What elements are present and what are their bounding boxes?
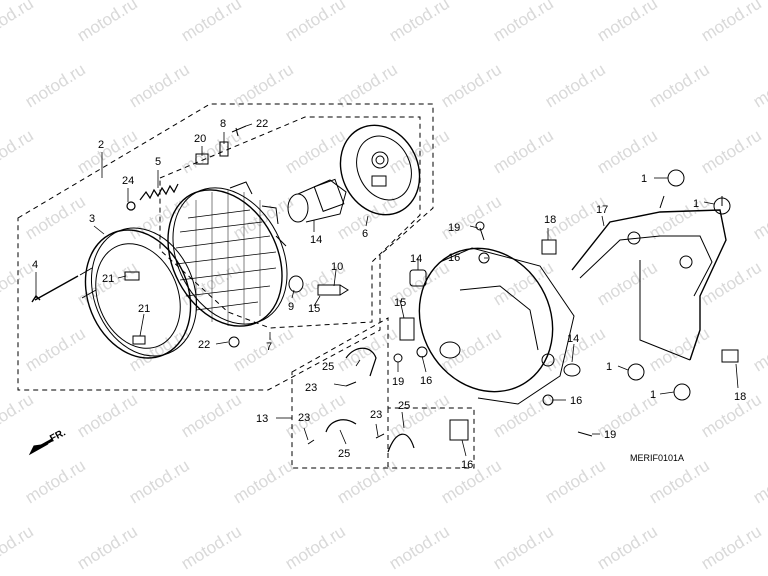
callout-25-left: 25 bbox=[338, 448, 350, 460]
callout-21-bottom: 21 bbox=[138, 303, 150, 315]
callout-16-right: 16 bbox=[570, 395, 582, 407]
headlight-lens-unit bbox=[167, 181, 288, 327]
callout-4: 4 bbox=[32, 259, 38, 271]
clamp-25a bbox=[345, 347, 377, 377]
callout-16-mid: 16 bbox=[420, 375, 432, 387]
bolt-18-right bbox=[721, 349, 739, 363]
adjust-nut-24 bbox=[126, 201, 136, 211]
screw-23b bbox=[307, 439, 315, 445]
position-socket bbox=[288, 275, 304, 293]
grommet-16b bbox=[416, 346, 428, 358]
callout-18-left: 18 bbox=[544, 214, 556, 226]
screw-22-top bbox=[231, 125, 247, 137]
group-box-13 bbox=[291, 317, 475, 469]
callout-19-top: 19 bbox=[448, 222, 460, 234]
socket-cover bbox=[339, 124, 421, 216]
screw-8 bbox=[219, 141, 229, 157]
callout-3: 3 bbox=[89, 213, 95, 225]
callout-2: 2 bbox=[98, 139, 104, 151]
callout-19-mid: 19 bbox=[392, 376, 404, 388]
bolt-1a bbox=[667, 169, 685, 187]
callout-7: 7 bbox=[266, 341, 272, 353]
screw-23c bbox=[375, 433, 385, 439]
front-label: FR. bbox=[48, 427, 68, 444]
callout-24: 24 bbox=[122, 175, 134, 187]
callout-19-bottom: 19 bbox=[604, 429, 616, 441]
headlight-rim bbox=[79, 227, 198, 359]
callout-12: 15 bbox=[308, 303, 320, 315]
clip-15-bottom bbox=[449, 419, 469, 441]
callout-1a: 1 bbox=[641, 173, 647, 185]
clamp-25b bbox=[325, 419, 357, 433]
callout-1d: 1 bbox=[650, 389, 656, 401]
callout-1c: 1 bbox=[606, 361, 612, 373]
bolt-19-bottom bbox=[577, 431, 593, 437]
callout-23-right: 23 bbox=[370, 409, 382, 421]
clip-15-top bbox=[399, 317, 415, 341]
headlight-stay bbox=[571, 195, 727, 361]
callout-8: 8 bbox=[220, 118, 226, 130]
callout-16-top: 16 bbox=[448, 252, 460, 264]
grommet-14-right bbox=[563, 363, 581, 377]
callout-1b: 1 bbox=[693, 198, 699, 210]
clamp-25c bbox=[387, 433, 415, 453]
leader-lines bbox=[35, 123, 739, 457]
rim-screw bbox=[31, 275, 79, 303]
grommet-14-top bbox=[409, 269, 427, 287]
callout-21-top: 21 bbox=[102, 273, 114, 285]
bolt-1c bbox=[627, 363, 645, 381]
callout-5: 5 bbox=[155, 156, 161, 168]
callout-20: 20 bbox=[194, 133, 206, 145]
group-box-7 bbox=[159, 116, 421, 329]
headlight-bulb bbox=[287, 178, 347, 223]
bolt-1d bbox=[673, 383, 691, 401]
adjust-spring bbox=[139, 183, 179, 201]
grommet-16a bbox=[478, 252, 490, 264]
callout-17: 17 bbox=[596, 204, 608, 216]
callout-25-top: 25 bbox=[322, 361, 334, 373]
screw-23a bbox=[345, 381, 357, 387]
callout-15-bottom: 16 bbox=[461, 459, 473, 471]
grommet-16c bbox=[542, 394, 554, 406]
position-bulb bbox=[317, 284, 341, 296]
callout-9: 9 bbox=[288, 301, 294, 313]
callout-23-left: 23 bbox=[298, 412, 310, 424]
callout-25-right: 25 bbox=[398, 400, 410, 412]
diagram-code: MERIF0101A bbox=[630, 453, 684, 463]
group-box-2 bbox=[17, 103, 434, 391]
callout-22-top: 22 bbox=[256, 118, 268, 130]
callout-6: 6 bbox=[362, 228, 368, 240]
screw-22-bottom bbox=[228, 336, 240, 348]
callout-13: 13 bbox=[256, 413, 268, 425]
callout-22-bottom: 22 bbox=[198, 339, 210, 351]
callout-14-top: 14 bbox=[410, 253, 422, 265]
callout-10: 10 bbox=[331, 261, 343, 273]
callout-15-top: 15 bbox=[394, 297, 406, 309]
grommet-19-mid bbox=[393, 353, 403, 363]
headlight-case bbox=[418, 247, 575, 405]
callout-numbers: 2 5 24 3 4 8 20 22 14 6 10 9 15 7 22 21 … bbox=[32, 118, 746, 471]
front-arrow-icon: FR. bbox=[28, 427, 68, 456]
callout-23-top: 23 bbox=[305, 382, 317, 394]
callout-11: 14 bbox=[310, 234, 322, 246]
callout-18-right: 18 bbox=[734, 391, 746, 403]
bolt-1b bbox=[713, 197, 731, 215]
bolt-18-left bbox=[541, 239, 557, 255]
callout-14-right: 14 bbox=[567, 333, 579, 345]
